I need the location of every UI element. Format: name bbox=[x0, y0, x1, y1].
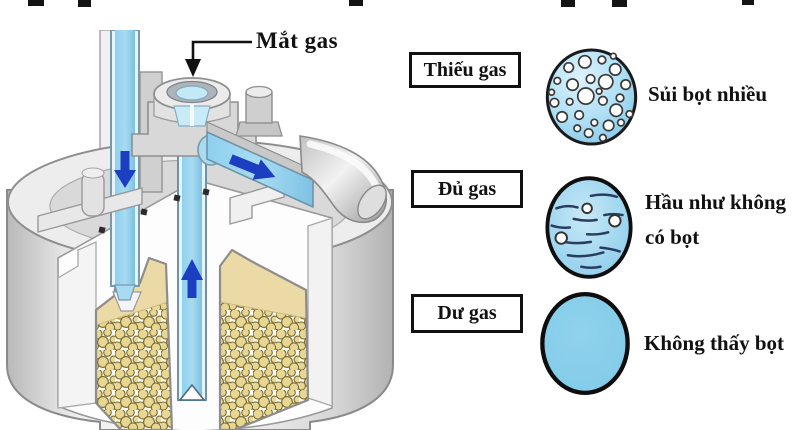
cropped-text-fragment bbox=[612, 0, 627, 7]
sight-glass-many-bubbles-icon bbox=[545, 48, 638, 146]
description-line: Hầu như không bbox=[645, 190, 787, 214]
state-label: Thiếu gas bbox=[423, 58, 507, 81]
description-sui-bot-nhieu: Sủi bọt nhiều bbox=[648, 77, 767, 112]
description-line: Không thấy bọt bbox=[644, 331, 785, 355]
sight-glass-few-bubbles-icon bbox=[545, 176, 633, 279]
description-line: có bọt bbox=[645, 225, 700, 249]
left-flange bbox=[37, 167, 143, 233]
cropped-text-fragment bbox=[742, 0, 754, 5]
cropped-text-fragment bbox=[349, 0, 363, 6]
outlet-elbow bbox=[299, 135, 387, 224]
sight-glass-window bbox=[175, 85, 209, 101]
flow-up-arrow bbox=[181, 259, 203, 298]
state-box-du-gas-excess: Dư gas bbox=[411, 294, 523, 333]
description-line: Sủi bọt nhiều bbox=[648, 82, 768, 106]
desiccant-chamber-right bbox=[218, 248, 310, 430]
filter-drier-cutaway-diagram bbox=[6, 30, 394, 430]
description-khong-thay-bot: Không thấy bọt bbox=[644, 326, 784, 361]
rim-bolts bbox=[98, 188, 210, 234]
sight-glass-callout-arrow bbox=[185, 40, 252, 77]
cropped-text-fragment bbox=[561, 0, 575, 7]
state-box-thieu-gas: Thiếu gas bbox=[409, 52, 521, 88]
outlet-pipe bbox=[197, 121, 387, 224]
description-hau-nhu-khong-co-bot: Hầu như không có bọt bbox=[645, 185, 786, 255]
flow-right-arrow bbox=[228, 154, 276, 180]
state-label: Dư gas bbox=[437, 302, 497, 324]
cropped-text-fragment bbox=[28, 0, 44, 6]
service-fitting bbox=[235, 85, 283, 137]
flow-down-arrow bbox=[114, 151, 136, 188]
inlet-pipe bbox=[110, 30, 142, 312]
state-label: Đủ gas bbox=[437, 177, 497, 200]
sight-glass-callout-label: Mắt gas bbox=[256, 28, 339, 53]
cropped-text-fragment bbox=[78, 0, 91, 7]
sight-glass-no-bubbles-icon bbox=[540, 291, 630, 396]
state-box-du-gas-enough: Đủ gas bbox=[411, 170, 523, 208]
top-assembly bbox=[37, 71, 283, 233]
